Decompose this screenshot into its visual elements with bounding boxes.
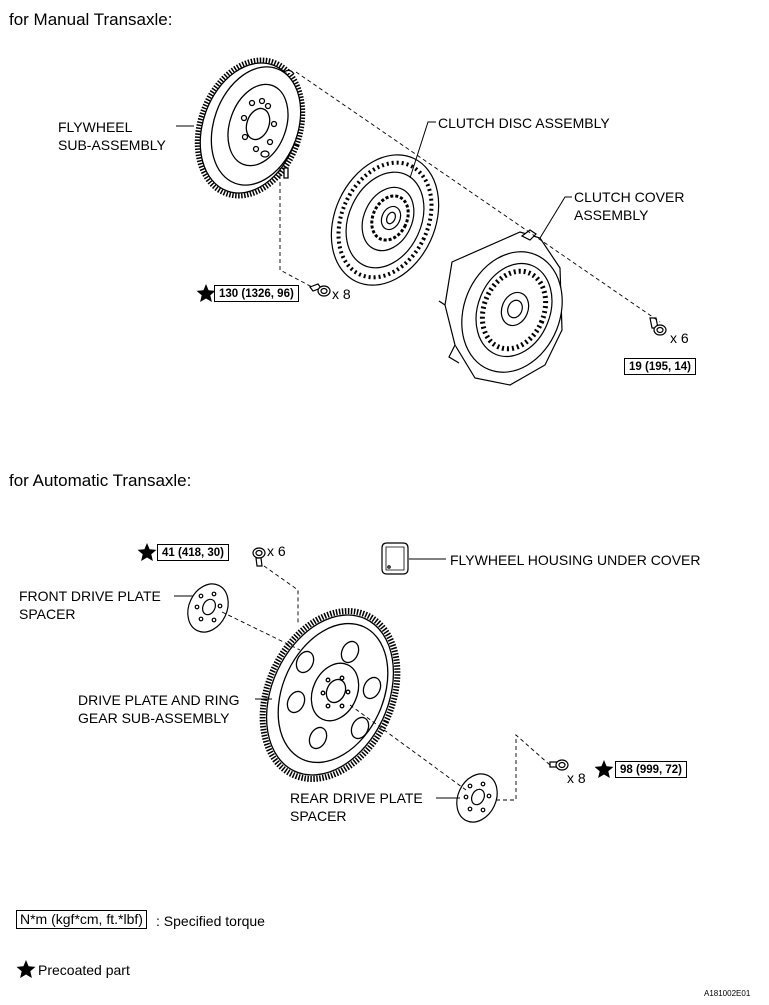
cover-bolt-qty: x 6 — [670, 330, 689, 346]
star-icon — [16, 960, 36, 978]
housing-cover-drawing — [381, 542, 409, 575]
torque-legend-desc: : Specified torque — [156, 913, 265, 929]
clutch-cover-label-line1: CLUTCH COVER — [574, 189, 685, 205]
flywheel-torque-spec: 130 (1326, 96) — [214, 285, 299, 302]
rear-spacer-drawing — [456, 773, 498, 823]
rear-torque-spec: 98 (999, 72) — [615, 761, 688, 778]
drive-plate-drawing — [259, 608, 401, 782]
flywheel-drawing — [194, 57, 306, 199]
rear-spacer-label-line1: REAR DRIVE PLATE — [290, 790, 423, 806]
auto-dashed-lines — [221, 565, 551, 801]
torque-unit-legend: N*m (kgf*cm, ft.*lbf) — [16, 910, 147, 929]
cover-torque-spec: 19 (195, 14) — [624, 358, 697, 375]
front-spacer-label-line1: FRONT DRIVE PLATE — [19, 588, 161, 604]
front-spacer-drawing — [187, 583, 229, 633]
flywheel-bolt-qty: x 8 — [332, 286, 351, 302]
drive-plate-label-line2: GEAR SUB-ASSEMBLY — [78, 710, 230, 726]
flywheel-label-line2: SUB-ASSEMBLY — [58, 137, 166, 153]
clutch-cover-label-line2: ASSEMBLY — [574, 207, 649, 223]
housing-cover-label: FLYWHEEL HOUSING UNDER COVER — [450, 552, 701, 568]
rear-bolt-qty: x 8 — [567, 770, 586, 786]
manual-dashed-lines — [279, 71, 661, 323]
rear-spacer-label-line2: SPACER — [290, 808, 347, 824]
manual-section-title: for Manual Transaxle: — [9, 10, 173, 29]
front-bolt-qty: x 6 — [267, 543, 286, 559]
figure-id: A181002E01 — [704, 989, 751, 998]
star-icon — [594, 760, 614, 778]
star-icon — [137, 543, 157, 561]
clutch-disc-drawing — [330, 154, 440, 286]
flywheel-label-line1: FLYWHEEL — [58, 119, 133, 135]
front-spacer-label-line2: SPACER — [19, 606, 76, 622]
drive-plate-label-line1: DRIVE PLATE AND RING — [78, 692, 240, 708]
precoated-legend-desc: Precoated part — [38, 962, 130, 978]
front-torque-spec: 41 (418, 30) — [157, 544, 230, 561]
clutch-cover-drawing — [438, 229, 563, 386]
flywheel-bolt-drawing — [309, 283, 331, 297]
star-icon — [196, 284, 216, 302]
cover-bolt-drawing — [649, 317, 667, 336]
automatic-section-title: for Automatic Transaxle: — [9, 471, 192, 490]
auto-leader-lines — [174, 558, 460, 799]
front-bolt-drawing — [252, 547, 266, 567]
rear-bolt-drawing — [549, 759, 569, 771]
manual-leader-lines — [176, 121, 572, 239]
clutch-disc-label: CLUTCH DISC ASSEMBLY — [438, 115, 610, 131]
